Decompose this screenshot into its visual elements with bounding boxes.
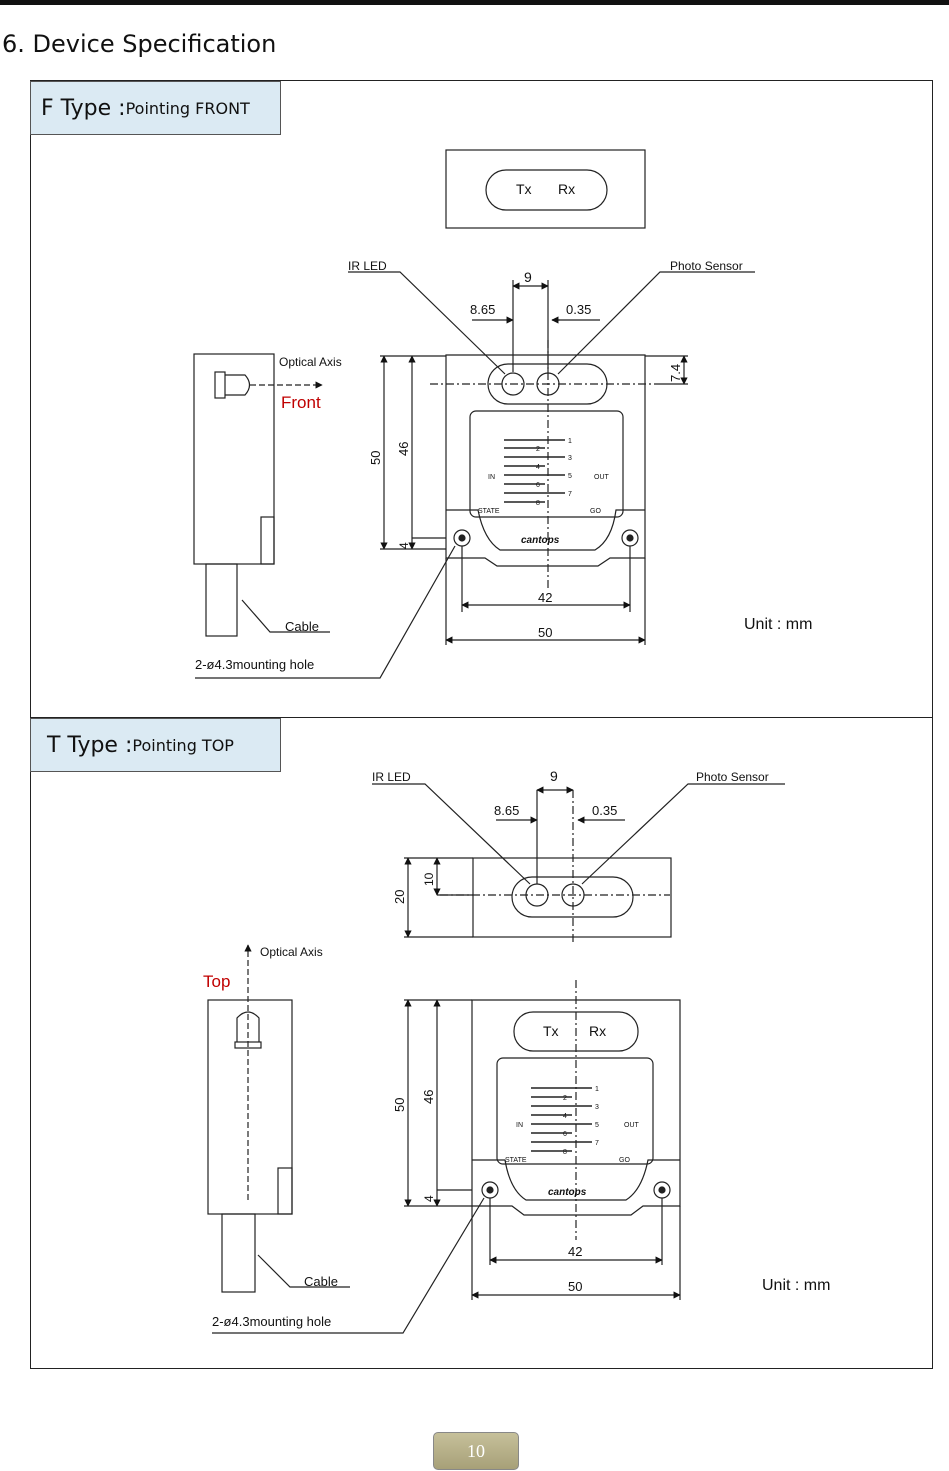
t-front-body bbox=[471, 999, 681, 1216]
t-dim-20: 20 bbox=[392, 890, 407, 904]
f-dim-4: 4 bbox=[397, 542, 411, 549]
t-direction-label: Top bbox=[203, 972, 230, 991]
f-side-led bbox=[214, 371, 226, 399]
t-type-label: T Type : Pointing TOP bbox=[30, 718, 281, 772]
t-dim-865: 8.65 bbox=[494, 803, 519, 818]
f-type-drawing: Tx Rx bbox=[193, 149, 755, 679]
f-side-tab bbox=[260, 516, 275, 565]
t-cable-leader bbox=[257, 1254, 350, 1288]
f-dim-50-v: 50 bbox=[368, 451, 383, 465]
section-divider bbox=[30, 717, 933, 718]
t-ch7: 7 bbox=[595, 1140, 599, 1147]
f-panel-state: STATE bbox=[478, 508, 500, 515]
f-tx-label: Tx bbox=[516, 181, 532, 197]
f-logo: cantops bbox=[521, 535, 560, 546]
t-dim-4: 4 bbox=[422, 1195, 436, 1202]
f-photo-sensor-label: Photo Sensor bbox=[670, 259, 743, 273]
t-tx-label: Tx bbox=[543, 1023, 559, 1039]
f-ch3: 3 bbox=[568, 455, 572, 462]
t-type-title: T Type : bbox=[47, 732, 133, 758]
f-cable-label: Cable bbox=[285, 619, 319, 634]
f-panel-go: GO bbox=[590, 508, 601, 515]
f-rx-label: Rx bbox=[558, 181, 575, 197]
f-side-lens bbox=[225, 374, 251, 396]
section-heading: 6. Device Specification bbox=[2, 30, 277, 58]
f-dim-035: 0.35 bbox=[566, 302, 591, 317]
f-optical-axis-label: Optical Axis bbox=[279, 355, 342, 369]
t-dim-9: 9 bbox=[550, 768, 558, 784]
f-ch5: 5 bbox=[568, 473, 572, 480]
f-dim-865: 8.65 bbox=[470, 302, 495, 317]
f-dim-74: 7.4 bbox=[668, 364, 683, 382]
t-top-view bbox=[472, 857, 672, 938]
f-type-title: F Type : bbox=[41, 95, 126, 121]
t-cable-label: Cable bbox=[304, 1274, 338, 1289]
t-dim-42: 42 bbox=[568, 1244, 582, 1259]
f-ch4: 4 bbox=[536, 464, 540, 471]
f-mounting-hole-label: 2-ø4.3mounting hole bbox=[195, 657, 314, 672]
f-top-view bbox=[445, 149, 646, 229]
f-unit-label: Unit : mm bbox=[744, 616, 812, 633]
f-panel-out: OUT bbox=[594, 474, 610, 481]
f-ch1: 1 bbox=[568, 438, 572, 445]
t-dim-50-h: 50 bbox=[568, 1279, 582, 1294]
f-ch2: 2 bbox=[536, 446, 540, 453]
t-cable bbox=[221, 1213, 256, 1293]
f-panel-in: IN bbox=[488, 474, 495, 481]
t-dim-46: 46 bbox=[421, 1090, 436, 1104]
t-side-lens bbox=[236, 1011, 260, 1042]
f-panel-lines bbox=[504, 439, 565, 503]
t-ch1: 1 bbox=[595, 1086, 599, 1093]
t-side-body bbox=[207, 999, 293, 1215]
t-dim-50-v: 50 bbox=[392, 1098, 407, 1112]
t-panel-out: OUT bbox=[624, 1122, 640, 1129]
f-ch8: 8 bbox=[536, 500, 540, 507]
f-ir-led-label: IR LED bbox=[348, 259, 387, 273]
f-dim-50-h: 50 bbox=[538, 625, 552, 640]
t-photo-sensor-label: Photo Sensor bbox=[696, 770, 769, 784]
t-panel-lines bbox=[531, 1087, 592, 1152]
top-rule bbox=[0, 0, 949, 5]
f-cable bbox=[205, 563, 238, 637]
f-label-panel bbox=[469, 410, 624, 518]
t-unit-label: Unit : mm bbox=[762, 1277, 830, 1294]
t-type-subtitle: Pointing TOP bbox=[132, 735, 234, 755]
t-panel-state: STATE bbox=[505, 1157, 527, 1164]
t-optical-axis-label: Optical Axis bbox=[260, 945, 323, 959]
t-ch3: 3 bbox=[595, 1104, 599, 1111]
f-cable-leader bbox=[241, 599, 330, 633]
f-dim-9: 9 bbox=[524, 269, 532, 285]
f-direction-label: Front bbox=[281, 393, 321, 412]
t-panel-in: IN bbox=[516, 1122, 523, 1129]
t-dim-035: 0.35 bbox=[592, 803, 617, 818]
t-type-drawing bbox=[207, 783, 785, 1334]
f-top-window bbox=[485, 169, 608, 211]
t-mounting-hole-label: 2-ø4.3mounting hole bbox=[212, 1314, 331, 1329]
f-dim-42: 42 bbox=[538, 590, 552, 605]
t-ch6: 6 bbox=[563, 1131, 567, 1138]
page-number: 10 bbox=[433, 1432, 519, 1470]
f-type-subtitle: Pointing FRONT bbox=[125, 98, 250, 118]
t-panel-go: GO bbox=[619, 1157, 630, 1164]
t-dim-10: 10 bbox=[422, 872, 436, 886]
f-type-text: IR LED Photo Sensor 9 8.65 0.35 7.4 50 4… bbox=[195, 259, 812, 672]
f-front-body bbox=[445, 354, 646, 567]
f-type-label: F Type : Pointing FRONT bbox=[30, 81, 281, 135]
t-rx-label: Rx bbox=[589, 1023, 606, 1039]
t-ir-led-label: IR LED bbox=[372, 770, 411, 784]
t-ch4: 4 bbox=[563, 1113, 567, 1120]
t-ch2: 2 bbox=[563, 1095, 567, 1102]
f-ch7: 7 bbox=[568, 491, 572, 498]
f-ch6: 6 bbox=[536, 482, 540, 489]
t-ch5: 5 bbox=[595, 1122, 599, 1129]
t-logo: cantops bbox=[548, 1187, 587, 1198]
t-side-tab bbox=[277, 1167, 293, 1215]
t-label-panel bbox=[496, 1057, 654, 1165]
f-dim-46: 46 bbox=[396, 442, 411, 456]
t-ch8: 8 bbox=[563, 1149, 567, 1156]
t-type-text: IR LED Photo Sensor 9 8.65 0.35 10 20 50… bbox=[203, 768, 830, 1329]
